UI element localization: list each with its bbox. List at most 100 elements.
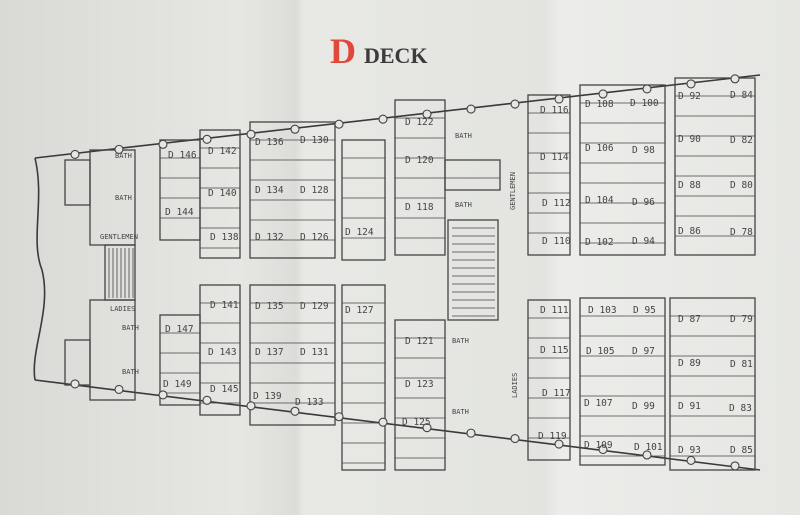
cabin-label: D 125	[402, 417, 431, 428]
cabin-label: D 96	[632, 197, 655, 208]
bath-label: BATH	[115, 194, 132, 202]
cabin-label: D 90	[678, 134, 701, 145]
cabin-label: D 99	[632, 401, 655, 412]
porthole	[642, 450, 652, 460]
cabin-block	[579, 297, 666, 466]
porthole	[246, 401, 256, 411]
gentlemen-label: GENTLEMEN	[509, 172, 517, 210]
cabin-label: D 109	[584, 440, 613, 451]
porthole	[334, 412, 344, 422]
cabin-block	[579, 84, 666, 256]
cabin-label: D 78	[730, 227, 753, 238]
porthole	[114, 144, 124, 154]
cabin-label: D 107	[584, 398, 613, 409]
porthole	[466, 104, 476, 114]
cabin-block	[199, 129, 241, 259]
porthole	[378, 417, 388, 427]
cabin-label: D 105	[586, 346, 615, 357]
cabin-blocks	[64, 77, 756, 471]
cabin-block	[444, 159, 501, 191]
portholes	[70, 74, 740, 471]
porthole	[290, 124, 300, 134]
porthole	[114, 384, 124, 394]
cabin-label: D 81	[730, 359, 753, 370]
cabin-block	[104, 244, 136, 301]
cabin-label: D 122	[405, 117, 434, 128]
hull-line	[33, 74, 761, 471]
cabin-label: D 115	[540, 345, 569, 356]
cabin-label: D 130	[300, 135, 329, 146]
cabin-label: D 87	[678, 314, 701, 325]
bath-label: BATH	[452, 337, 469, 345]
cabin-label: D 147	[165, 324, 194, 335]
cabin-label: D 98	[632, 145, 655, 156]
cabin-label: D 133	[295, 397, 324, 408]
cabin-block	[64, 159, 91, 206]
bath-label: BATH	[455, 201, 472, 209]
cabin-block	[341, 139, 386, 261]
cabin-label: D 117	[542, 388, 571, 399]
bath-label: BATH	[122, 368, 139, 376]
cabin-label: D 102	[585, 237, 614, 248]
cabin-block	[64, 339, 91, 386]
cabin-label: D 93	[678, 445, 701, 456]
cabin-label: D 108	[585, 99, 614, 110]
cabin-block	[447, 219, 499, 321]
porthole	[686, 79, 696, 89]
cabin-label: D 94	[632, 236, 655, 247]
cabin-label: D 140	[208, 188, 237, 199]
cabin-label: D 123	[405, 379, 434, 390]
cabin-label: D 103	[588, 305, 617, 316]
cabin-label: D 142	[208, 146, 237, 157]
cabin-block	[674, 77, 756, 256]
cabin-block	[199, 284, 241, 416]
cabin-label: D 118	[405, 202, 434, 213]
deck-title: D DECK	[330, 30, 428, 72]
cabin-label: D 84	[730, 90, 753, 101]
cabin-label: D 121	[405, 336, 434, 347]
cabin-block	[527, 299, 571, 461]
porthole	[246, 129, 256, 139]
cabin-label: D 82	[730, 135, 753, 146]
porthole	[510, 434, 520, 444]
porthole	[202, 395, 212, 405]
porthole	[554, 439, 564, 449]
cabin-label: D 86	[678, 226, 701, 237]
porthole	[70, 379, 80, 389]
cabin-label: D 104	[585, 195, 614, 206]
cabin-label: D 114	[540, 152, 569, 163]
cabin-label: D 92	[678, 91, 701, 102]
cabin-label: D 110	[542, 236, 571, 247]
ladies-label: LADIES	[110, 305, 135, 313]
cabin-label: D 106	[585, 143, 614, 154]
cabin-label: D 137	[255, 347, 284, 358]
cabin-label: D 146	[168, 150, 197, 161]
bath-label: BATH	[452, 408, 469, 416]
cabin-label: D 127	[345, 305, 374, 316]
cabin-label: D 97	[632, 346, 655, 357]
cabin-label: D 134	[255, 185, 284, 196]
porthole	[334, 119, 344, 129]
hull-outline	[33, 74, 761, 471]
porthole	[730, 74, 740, 84]
cabin-label: D 139	[253, 391, 282, 402]
cabin-label: D 119	[538, 431, 567, 442]
cabin-label: D 85	[730, 445, 753, 456]
cabin-label: D 83	[729, 403, 752, 414]
cabin-label: D 149	[163, 379, 192, 390]
ladies-label: LADIES	[511, 373, 519, 398]
porthole	[510, 99, 520, 109]
cabin-label: D 100	[630, 98, 659, 109]
cabin-label: D 128	[300, 185, 329, 196]
deck-letter: D	[330, 31, 356, 71]
cabin-label: D 79	[730, 314, 753, 325]
porthole	[290, 406, 300, 416]
cabin-block	[669, 297, 756, 471]
cabin-label: D 138	[210, 232, 239, 243]
cabin-label: D 126	[300, 232, 329, 243]
porthole	[730, 461, 740, 471]
porthole	[70, 149, 80, 159]
cabin-label: D 135	[255, 301, 284, 312]
bath-label: BATH	[122, 324, 139, 332]
